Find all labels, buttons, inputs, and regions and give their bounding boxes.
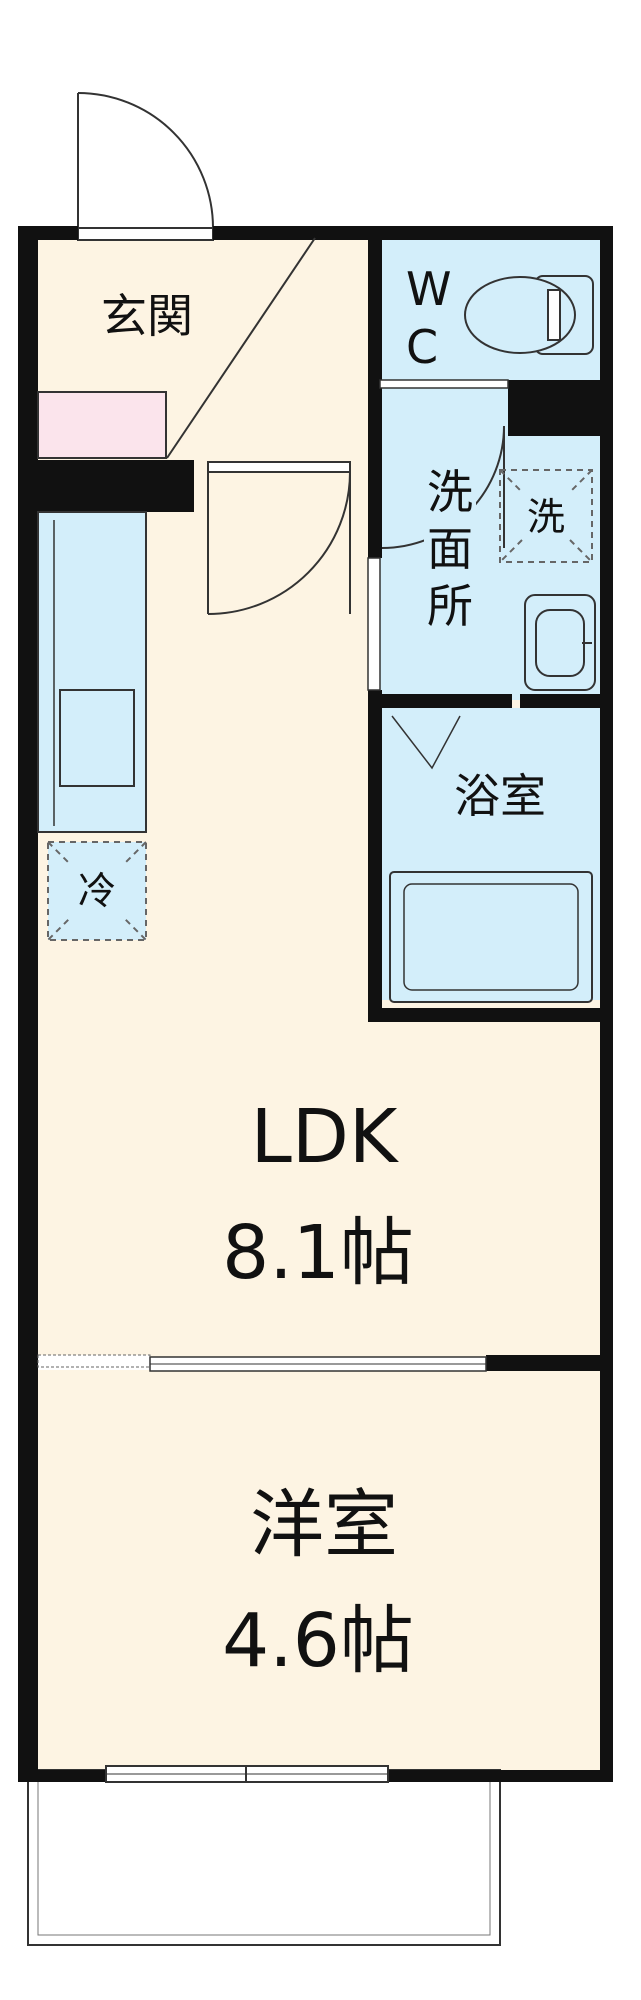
outer-wall-bottom-right <box>388 1770 613 1782</box>
western-room-size: 4.6帖 <box>222 1598 414 1684</box>
kitchen-counter <box>37 511 147 833</box>
balcony <box>27 1769 501 1946</box>
outer-wall-left <box>18 226 38 1780</box>
shoe-cabinet <box>37 391 167 459</box>
sink-icon <box>524 594 596 691</box>
wc-door-gap <box>379 379 509 389</box>
outer-wall-right <box>600 226 613 1780</box>
washing-machine-pan <box>499 469 593 563</box>
fridge-space: 冷 <box>47 841 147 941</box>
washroom: 洗 洗 面 所 <box>367 425 596 691</box>
washroom-door <box>367 557 381 691</box>
wc-label-line1: W <box>406 262 451 316</box>
washroom-label-line2: 面 <box>427 522 473 576</box>
wet-wall-left <box>368 238 382 558</box>
room-sliding-door <box>37 1354 487 1372</box>
wc: W C <box>379 262 594 389</box>
wet-wall-bottom <box>368 1008 600 1022</box>
sink-basin <box>59 689 135 787</box>
room-divider-right <box>486 1355 600 1371</box>
wc-separator-block <box>508 380 600 436</box>
outer-wall-top-mid <box>213 226 613 240</box>
bathroom: 浴室 <box>389 715 593 1003</box>
ldk-size: 8.1帖 <box>222 1210 414 1296</box>
ldk-label: LDK <box>251 1094 400 1180</box>
outer-wall-bottom-left <box>18 1770 106 1782</box>
bath-separator <box>382 694 512 708</box>
wc-label-line2: C <box>406 320 438 374</box>
washroom-label-line3: 所 <box>427 579 473 633</box>
fridge-label: 冷 <box>78 869 116 913</box>
western-room-floor <box>38 1370 600 1770</box>
entrance-label: 玄関 <box>101 289 193 343</box>
entrance-wall <box>18 460 194 512</box>
wet-wall-left-lower <box>368 690 382 1020</box>
entrance-step-line <box>166 237 316 459</box>
entrance-interior-door <box>207 461 351 615</box>
washroom-label-line1: 洗 <box>427 465 473 519</box>
walls <box>18 226 613 1782</box>
balcony-window <box>105 1765 389 1783</box>
bathtub-icon <box>389 871 593 1003</box>
western-room-label: 洋室 <box>250 1482 398 1568</box>
bath-separator-right <box>520 694 600 708</box>
washing-machine-label: 洗 <box>527 495 565 539</box>
bathroom-label: 浴室 <box>454 769 546 823</box>
toilet-icon <box>464 275 594 355</box>
entrance-door <box>77 92 214 241</box>
